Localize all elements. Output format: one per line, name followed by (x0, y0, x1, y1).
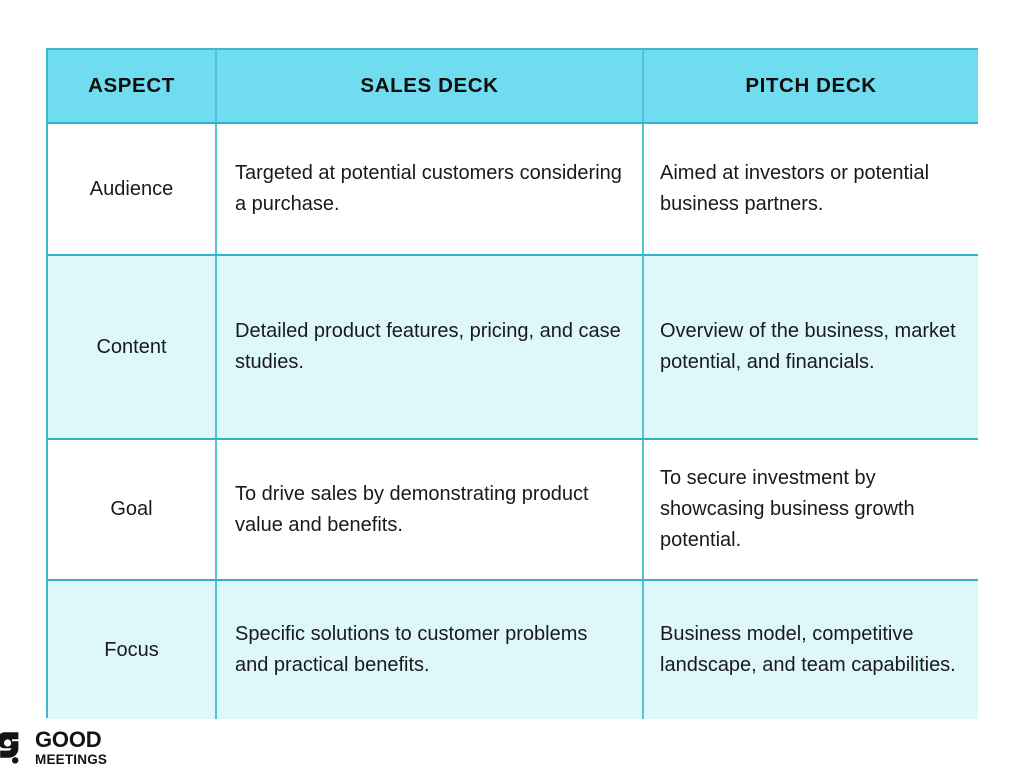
column-header-aspect: ASPECT (48, 50, 217, 124)
column-header-pitch-deck-label: PITCH DECK (745, 74, 877, 97)
column-header-pitch-deck: PITCH DECK (643, 50, 978, 124)
cell-aspect: Content (48, 255, 217, 440)
cell-pitch-deck: Aimed at investors or potential business… (643, 123, 978, 256)
column-header-aspect-label: ASPECT (88, 74, 175, 97)
logo-text-meetings: MEETINGS (35, 751, 108, 767)
cell-sales-deck: Specific solutions to customer problems … (216, 580, 644, 719)
sales-vs-pitch-deck-table: ASPECT SALES DECK PITCH DECK Audience Ta… (48, 50, 978, 719)
table-row: Audience Targeted at potential customers… (48, 123, 978, 256)
sales-deck-text-content: Detailed product features, pricing, and … (235, 320, 621, 373)
table-row: Focus Specific solutions to customer pro… (48, 580, 978, 719)
table-row: Content Detailed product features, prici… (48, 255, 978, 440)
logo-wordmark: GOOD MEETINGS (35, 726, 108, 767)
pitch-deck-text-focus: Business model, competitive landscape, a… (660, 623, 956, 676)
aspect-label-content: Content (96, 335, 167, 358)
sales-deck-text-focus: Specific solutions to customer problems … (235, 623, 588, 676)
cell-sales-deck: To drive sales by demonstrating product … (216, 439, 644, 581)
table-row: Goal To drive sales by demonstrating pro… (48, 439, 978, 581)
column-header-sales-deck: SALES DECK (216, 50, 644, 124)
table-body: Audience Targeted at potential customers… (48, 123, 978, 719)
aspect-label-audience: Audience (89, 177, 174, 200)
logo-text-good: GOOD (35, 726, 102, 752)
pitch-deck-text-goal: To secure investment by showcasing busin… (660, 467, 915, 551)
cell-sales-deck: Detailed product features, pricing, and … (216, 255, 644, 440)
table-header: ASPECT SALES DECK PITCH DECK (48, 50, 978, 124)
table-header-row: ASPECT SALES DECK PITCH DECK (48, 50, 978, 124)
comparison-table-container: ASPECT SALES DECK PITCH DECK Audience Ta… (46, 48, 978, 719)
cell-pitch-deck: Overview of the business, market potenti… (643, 255, 978, 440)
pitch-deck-text-audience: Aimed at investors or potential business… (660, 162, 930, 215)
cell-pitch-deck: Business model, competitive landscape, a… (643, 580, 978, 719)
cell-aspect: Goal (48, 439, 217, 581)
column-header-sales-deck-label: SALES DECK (360, 74, 499, 97)
good-meetings-g-mark-icon (0, 731, 19, 764)
aspect-label-goal: Goal (110, 498, 153, 520)
cell-aspect: Focus (48, 580, 217, 719)
brand-logo: GOOD MEETINGS (0, 727, 107, 768)
aspect-label-focus: Focus (104, 638, 159, 661)
sales-deck-text-goal: To drive sales by demonstrating product … (235, 482, 589, 536)
pitch-deck-text-content: Overview of the business, market potenti… (660, 320, 956, 373)
cell-aspect: Audience (48, 123, 217, 256)
sales-deck-text-audience: Targeted at potential customers consider… (235, 162, 622, 215)
cell-pitch-deck: To secure investment by showcasing busin… (643, 439, 978, 581)
cell-sales-deck: Targeted at potential customers consider… (216, 123, 644, 256)
